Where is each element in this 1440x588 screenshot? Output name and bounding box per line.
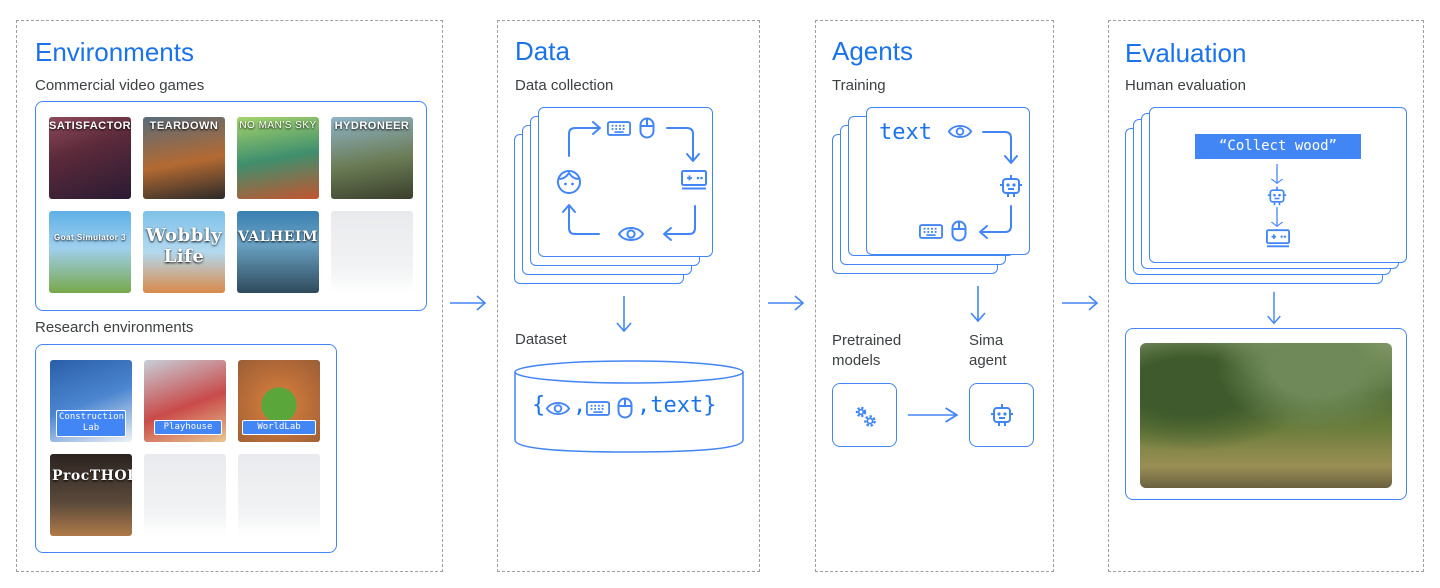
training-card: text xyxy=(866,107,1030,255)
arrow-down-icon xyxy=(1264,290,1284,326)
data-collection-label: Data collection xyxy=(515,77,614,94)
arrow-down-icon xyxy=(1269,163,1285,185)
sima-agent-box xyxy=(969,383,1034,447)
eye-icon xyxy=(617,225,645,243)
arrow-right-icon xyxy=(766,293,806,313)
arrow-right-icon xyxy=(448,293,488,313)
gamepad-icon xyxy=(1266,229,1290,248)
arrow-down-icon xyxy=(968,284,988,324)
keyboard-icon xyxy=(586,401,610,416)
research-tile-procthor[interactable]: ProcTHOR xyxy=(50,454,132,536)
game-tile-teardown[interactable]: TEARDOWN xyxy=(143,117,225,199)
pretrained-models-box xyxy=(832,383,897,447)
keyboard-icon xyxy=(607,121,631,136)
mouse-icon xyxy=(617,397,633,419)
pretrained-models-label: Pretrained models xyxy=(832,332,902,369)
game-tile-wobbly-life[interactable]: Wobbly Life xyxy=(143,211,225,293)
game-title: TEARDOWN xyxy=(149,120,219,132)
game-tile-hydroneer[interactable]: HYDRONEER xyxy=(331,117,413,199)
arrow-right-icon xyxy=(905,405,961,425)
dataset-contents: { xyxy=(532,393,545,423)
eye-icon xyxy=(545,400,571,417)
training-text-token: text xyxy=(879,120,932,145)
game-title: NO MAN'S SKY xyxy=(239,120,317,131)
game-title: Goat Simulator 3 xyxy=(53,233,126,242)
eval-card: “Collect wood” xyxy=(1149,107,1407,263)
research-environments-label: Research environments xyxy=(35,319,194,336)
dataset-cylinder xyxy=(514,360,744,453)
arrow-down-icon xyxy=(614,294,634,334)
game-tile-valheim[interactable]: VALHEIM xyxy=(237,211,319,293)
research-environments-box: Construction Lab Playhouse WorldLab Proc… xyxy=(35,344,337,553)
research-tile-construction-lab[interactable]: Construction Lab xyxy=(50,360,132,442)
instruction-banner: “Collect wood” xyxy=(1195,134,1361,159)
gameplay-screenshot xyxy=(1140,343,1392,488)
game-tile-goat-simulator[interactable]: Goat Simulator 3 xyxy=(49,211,131,293)
gameplay-box xyxy=(1125,328,1407,500)
research-tag: WorldLab xyxy=(242,420,316,436)
game-tile-placeholder xyxy=(331,211,413,293)
robot-icon xyxy=(1267,186,1287,206)
environments-title: Environments xyxy=(35,37,194,67)
commercial-games-box: SATISFACTORY TEARDOWN NO MAN'S SKY HYDRO… xyxy=(35,101,427,311)
collection-loop xyxy=(562,121,700,241)
gamepad-icon xyxy=(681,170,707,190)
agents-title: Agents xyxy=(832,36,913,66)
human-evaluation-label: Human evaluation xyxy=(1125,77,1246,94)
face-icon xyxy=(556,169,582,195)
arrow-down-icon xyxy=(1269,206,1285,228)
mouse-icon xyxy=(951,220,967,242)
research-tile-worldlab[interactable]: WorldLab xyxy=(238,360,320,442)
dataset-comma: , xyxy=(573,393,587,418)
gears-icon xyxy=(851,402,879,430)
research-tile-placeholder xyxy=(144,454,226,536)
dataset-label: Dataset xyxy=(515,331,567,348)
arrow-right-icon xyxy=(1060,293,1100,313)
research-tile-placeholder xyxy=(238,454,320,536)
research-tag: Construction Lab xyxy=(56,410,126,437)
keyboard-icon xyxy=(919,224,943,239)
dataset-open-brace: { xyxy=(532,393,546,418)
research-title: ProcTHOR xyxy=(52,468,132,484)
robot-icon xyxy=(999,174,1023,198)
mouse-icon xyxy=(639,117,655,139)
training-loop xyxy=(979,131,1018,239)
training-label: Training xyxy=(832,77,886,94)
research-tile-playhouse[interactable]: Playhouse xyxy=(144,360,226,442)
evaluation-title: Evaluation xyxy=(1125,38,1247,68)
game-title: Wobbly Life xyxy=(145,225,223,267)
agents-panel xyxy=(815,20,1054,572)
game-title: VALHEIM xyxy=(238,229,318,245)
game-title: HYDRONEER xyxy=(334,120,410,132)
game-title: SATISFACTORY xyxy=(49,120,131,132)
environments-panel xyxy=(16,20,443,572)
robot-icon xyxy=(990,403,1014,427)
commercial-games-label: Commercial video games xyxy=(35,77,205,94)
game-tile-satisfactory[interactable]: SATISFACTORY xyxy=(49,117,131,199)
game-tile-no-mans-sky[interactable]: NO MAN'S SKY xyxy=(237,117,319,199)
collection-card xyxy=(538,107,713,257)
dataset-text-suffix: ,text} xyxy=(637,393,717,418)
data-title: Data xyxy=(515,36,570,66)
data-panel xyxy=(497,20,760,572)
sima-agent-label: Sima agent xyxy=(969,332,1007,369)
research-tag: Playhouse xyxy=(154,420,222,436)
evaluation-panel xyxy=(1108,20,1424,572)
